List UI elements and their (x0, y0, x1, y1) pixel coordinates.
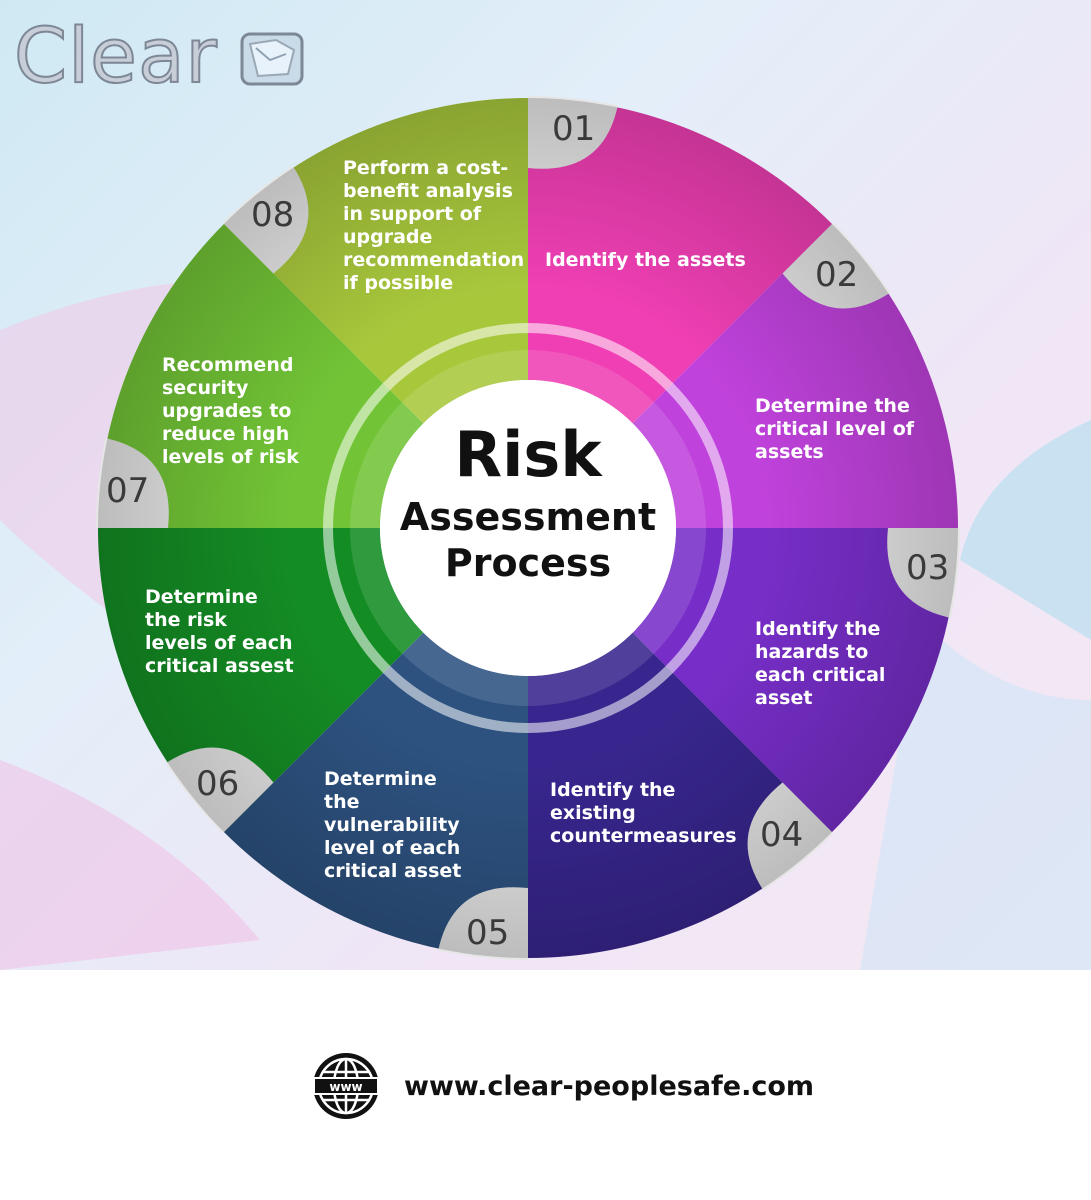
svg-text:www: www (329, 1080, 362, 1094)
step-text-4: Identify the existing countermeasures (550, 779, 737, 847)
step-number-8: 08 (251, 195, 295, 235)
website-link[interactable]: www.clear-peoplesafe.com (404, 1070, 815, 1102)
step-number-6: 06 (196, 764, 240, 804)
step-number-3: 03 (906, 548, 950, 588)
ice-cube-icon (240, 32, 304, 86)
step-text-8: Perform a cost-benefit analysis in suppo… (343, 157, 525, 294)
step-text-3: Identify the hazards to each critical as… (755, 618, 886, 709)
center-title-line-3: Process (444, 541, 612, 585)
footer: www www.clear-peoplesafe.com (310, 1050, 814, 1122)
center-title: Risk Assessment Process (382, 416, 674, 586)
infographic-panel: Clear Identify the assets Determine the … (0, 0, 1091, 970)
step-number-4: 04 (760, 815, 804, 855)
step-text-6: Determine the risk levels of each critic… (145, 586, 294, 677)
step-number-7: 07 (106, 471, 150, 511)
step-text-1: Identify the assets (545, 249, 746, 271)
step-number-1: 01 (552, 109, 596, 149)
step-text-7: Recommend security upgrades to reduce hi… (162, 354, 299, 468)
step-number-5: 05 (466, 913, 510, 953)
background-swoosh (960, 420, 1091, 640)
center-title-line-2: Assessment (399, 495, 657, 539)
brand-logo: Clear (13, 11, 218, 100)
globe-www-icon: www (313, 1053, 379, 1119)
step-number-2: 02 (815, 255, 859, 295)
step-text-2: Determine the critical level of assets (755, 395, 915, 463)
center-title-line-1: Risk (454, 418, 602, 491)
step-text-5: Determine the vulnerability level of eac… (324, 768, 462, 882)
